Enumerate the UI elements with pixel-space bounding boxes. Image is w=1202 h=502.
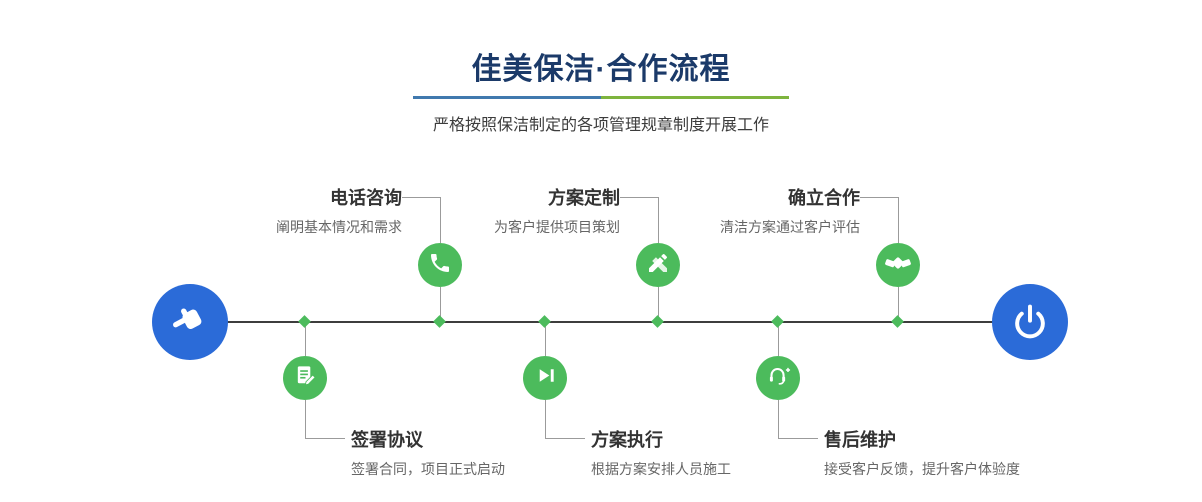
timeline-end-node	[992, 284, 1068, 360]
step-node-cooperation	[876, 243, 920, 287]
step-description: 签署合同，项目正式启动	[351, 461, 505, 477]
timeline-line	[190, 321, 1032, 323]
connector-line	[860, 197, 898, 198]
page-title: 佳美保洁·合作流程	[471, 53, 731, 86]
step-label: 方案定制	[548, 188, 620, 208]
connector-line	[658, 287, 659, 321]
step-description: 根据方案安排人员施工	[591, 461, 731, 477]
step-text-plan: 方案定制 为客户提供项目策划	[378, 186, 620, 236]
step-text-aftersales: 售后维护 接受客户反馈，提升客户体验度	[824, 428, 1124, 478]
timeline-marker-diamond	[433, 315, 446, 328]
step-node-plan	[636, 243, 680, 287]
step-label: 方案执行	[591, 430, 663, 450]
connector-line	[545, 438, 585, 439]
step-description: 为客户提供项目策划	[494, 219, 620, 235]
connector-line	[440, 287, 441, 321]
play-icon	[533, 363, 558, 393]
timeline-marker-diamond	[651, 315, 664, 328]
underline-blue-segment	[413, 96, 601, 99]
phone-icon	[428, 251, 452, 280]
timeline-marker-diamond	[771, 315, 784, 328]
step-label: 售后维护	[824, 430, 896, 450]
connector-line	[778, 323, 779, 356]
connector-line	[440, 197, 441, 243]
title-underline	[413, 96, 789, 99]
connector-line	[305, 400, 306, 438]
connector-line	[545, 400, 546, 438]
step-text-cooperation: 确立合作 清洁方案通过客户评估	[618, 186, 860, 236]
underline-green-segment	[601, 96, 789, 99]
connector-line	[545, 323, 546, 356]
step-node-aftersales	[756, 356, 800, 400]
step-description: 清洁方案通过客户评估	[720, 219, 860, 235]
step-label: 确立合作	[788, 188, 860, 208]
step-text-execute: 方案执行 根据方案安排人员施工	[591, 428, 861, 478]
timeline-start-node	[152, 284, 228, 360]
page-subtitle: 严格按照保洁制定的各项管理规章制度开展工作	[432, 117, 769, 134]
handshake-icon	[885, 250, 911, 281]
step-text-phone: 电话咨询 阐明基本情况和需求	[160, 186, 402, 236]
step-label: 签署协议	[351, 430, 423, 450]
headset-icon	[765, 363, 791, 394]
connector-line	[402, 197, 440, 198]
connector-line	[778, 400, 779, 438]
step-text-sign: 签署协议 签署合同，项目正式启动	[351, 428, 621, 478]
connector-line	[778, 438, 818, 439]
pencil-icon	[646, 251, 670, 280]
timeline-marker-diamond	[298, 315, 311, 328]
power-icon	[1009, 299, 1051, 346]
step-description: 阐明基本情况和需求	[276, 219, 402, 235]
step-description: 接受客户反馈，提升客户体验度	[824, 461, 1020, 477]
connector-line	[620, 197, 658, 198]
connector-line	[898, 197, 899, 243]
connector-line	[658, 197, 659, 243]
step-node-phone	[418, 243, 462, 287]
connector-line	[898, 287, 899, 321]
step-label: 电话咨询	[330, 188, 402, 208]
step-node-execute	[523, 356, 567, 400]
timeline-marker-diamond	[891, 315, 904, 328]
document-icon	[293, 363, 318, 393]
connector-line	[305, 438, 345, 439]
timeline-marker-diamond	[538, 315, 551, 328]
connector-line	[305, 323, 306, 356]
step-node-sign	[283, 356, 327, 400]
pointing-hand-icon	[169, 299, 211, 346]
